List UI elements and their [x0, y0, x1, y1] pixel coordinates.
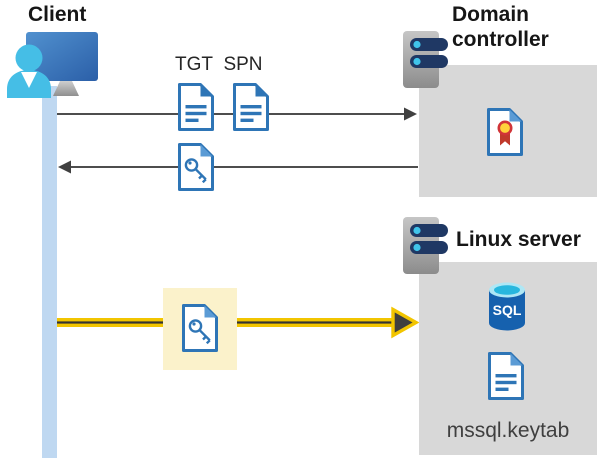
spn-label: SPN — [223, 54, 263, 75]
client-user-workstation-icon — [7, 32, 98, 98]
left-arrow-response — [58, 160, 418, 174]
yellow-arrow-service-ticket — [57, 306, 419, 339]
right-arrow-request — [57, 107, 417, 121]
tgt-document-icon — [178, 83, 214, 131]
person-head — [15, 44, 43, 72]
client-lifeline — [42, 86, 57, 458]
keytab-document-icon — [488, 352, 524, 400]
client-label: Client — [28, 3, 87, 26]
domain-controller-label: Domain controller — [452, 3, 549, 51]
tgt-label: TGT — [175, 54, 213, 75]
key-document-icon — [182, 304, 218, 352]
keytab-filename-label: mssql.keytab — [446, 419, 570, 442]
certificate-icon — [487, 108, 523, 156]
domain-controller-server-icon — [403, 31, 448, 88]
linux-server-icon — [403, 217, 448, 274]
sql-text: SQL — [493, 302, 522, 318]
spn-document-icon — [233, 83, 269, 131]
sql-database-icon: SQL — [489, 282, 525, 331]
person-collar — [21, 72, 37, 88]
linux-server-label: Linux server — [456, 228, 581, 251]
monitor-stand — [53, 81, 79, 96]
monitor-icon — [26, 32, 98, 81]
response-key-document-icon — [178, 143, 214, 191]
